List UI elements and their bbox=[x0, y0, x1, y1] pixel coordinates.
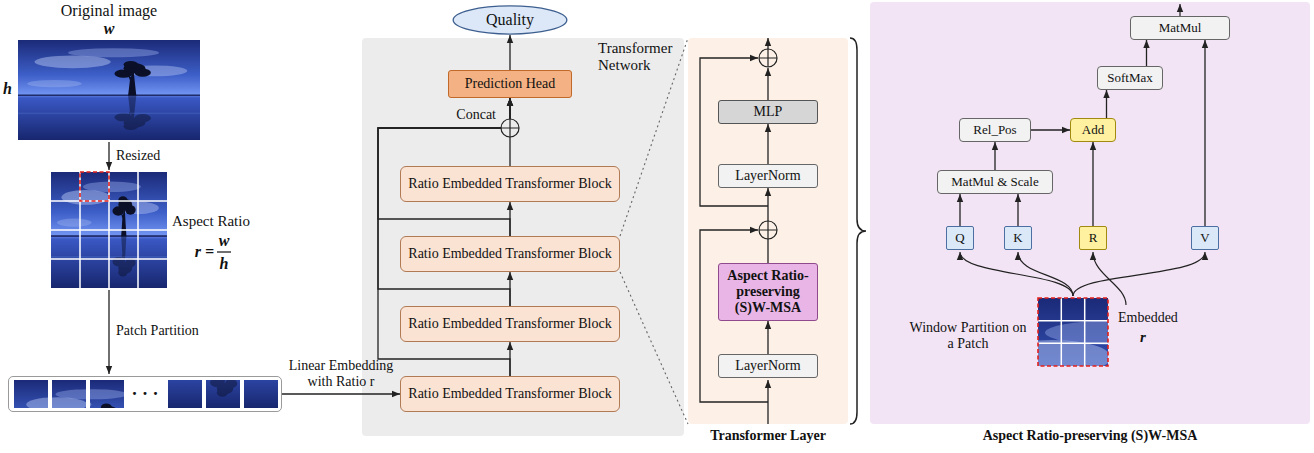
node-text: SoftMax bbox=[1107, 71, 1153, 86]
node-text: LayerNorm bbox=[735, 168, 800, 184]
add-box: Add bbox=[1070, 118, 1116, 142]
ratio-box: R bbox=[1079, 226, 1107, 250]
annotation-label: Aspect Ratio bbox=[172, 213, 250, 230]
fraction-bar bbox=[217, 251, 231, 252]
softmax-box: SoftMax bbox=[1097, 66, 1163, 90]
node-text: Aspect Ratio-preserving (S)W-MSA bbox=[725, 268, 811, 316]
panel-layer bbox=[362, 2, 1310, 436]
value-box: V bbox=[1191, 226, 1219, 250]
connector bbox=[378, 98, 510, 306]
annotation-label: Original image bbox=[61, 2, 157, 20]
original-image bbox=[18, 40, 200, 140]
key-box: K bbox=[1004, 226, 1032, 250]
annotation-label: w bbox=[219, 232, 230, 250]
prediction-head: Prediction Head bbox=[448, 70, 572, 98]
panel-background bbox=[688, 38, 848, 424]
zoom-lines bbox=[620, 38, 688, 424]
connector bbox=[767, 124, 768, 164]
annotation-label: Concat bbox=[456, 107, 496, 123]
resized-image bbox=[51, 172, 167, 288]
annotation-label: w bbox=[104, 20, 115, 38]
annotation-label: r = bbox=[195, 243, 214, 261]
layer-panel: Transformer LayerLayerNormAspect Ratio-p… bbox=[688, 38, 848, 424]
sum-symbol bbox=[759, 49, 777, 67]
image-patches bbox=[14, 296, 278, 453]
node-text: V bbox=[1200, 231, 1209, 246]
node-text: R bbox=[1089, 231, 1098, 246]
rel-pos-box: Rel_Pos bbox=[959, 118, 1031, 142]
panel-background bbox=[362, 38, 684, 436]
layernorm-box: LayerNorm bbox=[718, 164, 818, 188]
ellipse-shape bbox=[453, 6, 567, 34]
connector bbox=[1146, 40, 1147, 66]
flow-arrow bbox=[108, 290, 109, 374]
connector bbox=[1204, 40, 1205, 226]
flow-arrow bbox=[108, 142, 109, 170]
matmul-scale-box: MatMul & Scale bbox=[937, 170, 1053, 194]
panel-title: Transformer Layer bbox=[688, 428, 848, 444]
node-text: K bbox=[1013, 231, 1022, 246]
sum-symbol bbox=[501, 119, 519, 137]
attention-box: Aspect Ratio-preserving (S)W-MSA bbox=[718, 263, 818, 321]
node-text: Q bbox=[955, 231, 964, 246]
annotation-label: Patch Partition bbox=[116, 323, 199, 339]
node-text: Ratio Embedded Transformer Block bbox=[408, 316, 611, 332]
node-text: Ratio Embedded Transformer Block bbox=[408, 246, 611, 262]
connector bbox=[767, 321, 768, 354]
connector bbox=[509, 35, 510, 70]
matmul-box: MatMul bbox=[1130, 16, 1230, 40]
annotation-label: h bbox=[220, 255, 229, 273]
annotation-label: r bbox=[1140, 329, 1146, 346]
annotation-label: Window Partition on a Patch bbox=[909, 320, 1027, 352]
node-text: MatMul bbox=[1159, 21, 1202, 36]
connector bbox=[1106, 90, 1107, 118]
node-text: MLP bbox=[754, 104, 783, 120]
network-panel: Transformer NetworkRatio Embedded Transf… bbox=[362, 38, 684, 436]
annotation-label: h bbox=[3, 80, 12, 98]
connector bbox=[282, 393, 400, 394]
edge-label: Linear Embedding with Ratio r bbox=[285, 358, 397, 390]
sum-symbol bbox=[759, 221, 777, 239]
mlp-box: MLP bbox=[718, 100, 818, 124]
panel-title: Aspect Ratio-preserving (S)W-MSA bbox=[870, 428, 1310, 444]
layernorm-box: LayerNorm bbox=[718, 354, 818, 378]
node-text: Prediction Head bbox=[465, 76, 556, 92]
node-text: Rel_Pos bbox=[973, 123, 1016, 138]
transformer-block: Ratio Embedded Transformer Block bbox=[400, 306, 620, 342]
transformer-block: Ratio Embedded Transformer Block bbox=[400, 236, 620, 272]
patch-sequence: · · · bbox=[8, 376, 282, 412]
node-text: MatMul & Scale bbox=[951, 175, 1038, 190]
node-text: Quality bbox=[486, 11, 534, 29]
annotation-label: Resized bbox=[116, 148, 160, 164]
connector bbox=[1017, 194, 1018, 226]
connector bbox=[959, 194, 960, 226]
input-arrows bbox=[960, 4, 1205, 305]
connector bbox=[1031, 129, 1070, 130]
attention-panel: Aspect Ratio-preserving (S)W-MSAMatMulSo… bbox=[870, 2, 1310, 424]
query-box: Q bbox=[946, 226, 974, 250]
node-text: Ratio Embedded Transformer Block bbox=[408, 386, 611, 402]
curly-brace bbox=[850, 38, 866, 424]
transformer-block: Ratio Embedded Transformer Block bbox=[400, 166, 620, 202]
output-ellipse: Quality bbox=[452, 5, 568, 35]
node-text: Add bbox=[1082, 123, 1104, 138]
node-text: Ratio Embedded Transformer Block bbox=[408, 176, 611, 192]
annotation-label: Embedded bbox=[1118, 310, 1178, 326]
panel-title: Transformer Network bbox=[598, 40, 682, 75]
connector bbox=[994, 142, 995, 170]
connector bbox=[1092, 142, 1093, 226]
transformer-block: Ratio Embedded Transformer Block bbox=[400, 376, 620, 412]
node-text: · · · bbox=[131, 384, 158, 405]
node-text: LayerNorm bbox=[735, 358, 800, 374]
